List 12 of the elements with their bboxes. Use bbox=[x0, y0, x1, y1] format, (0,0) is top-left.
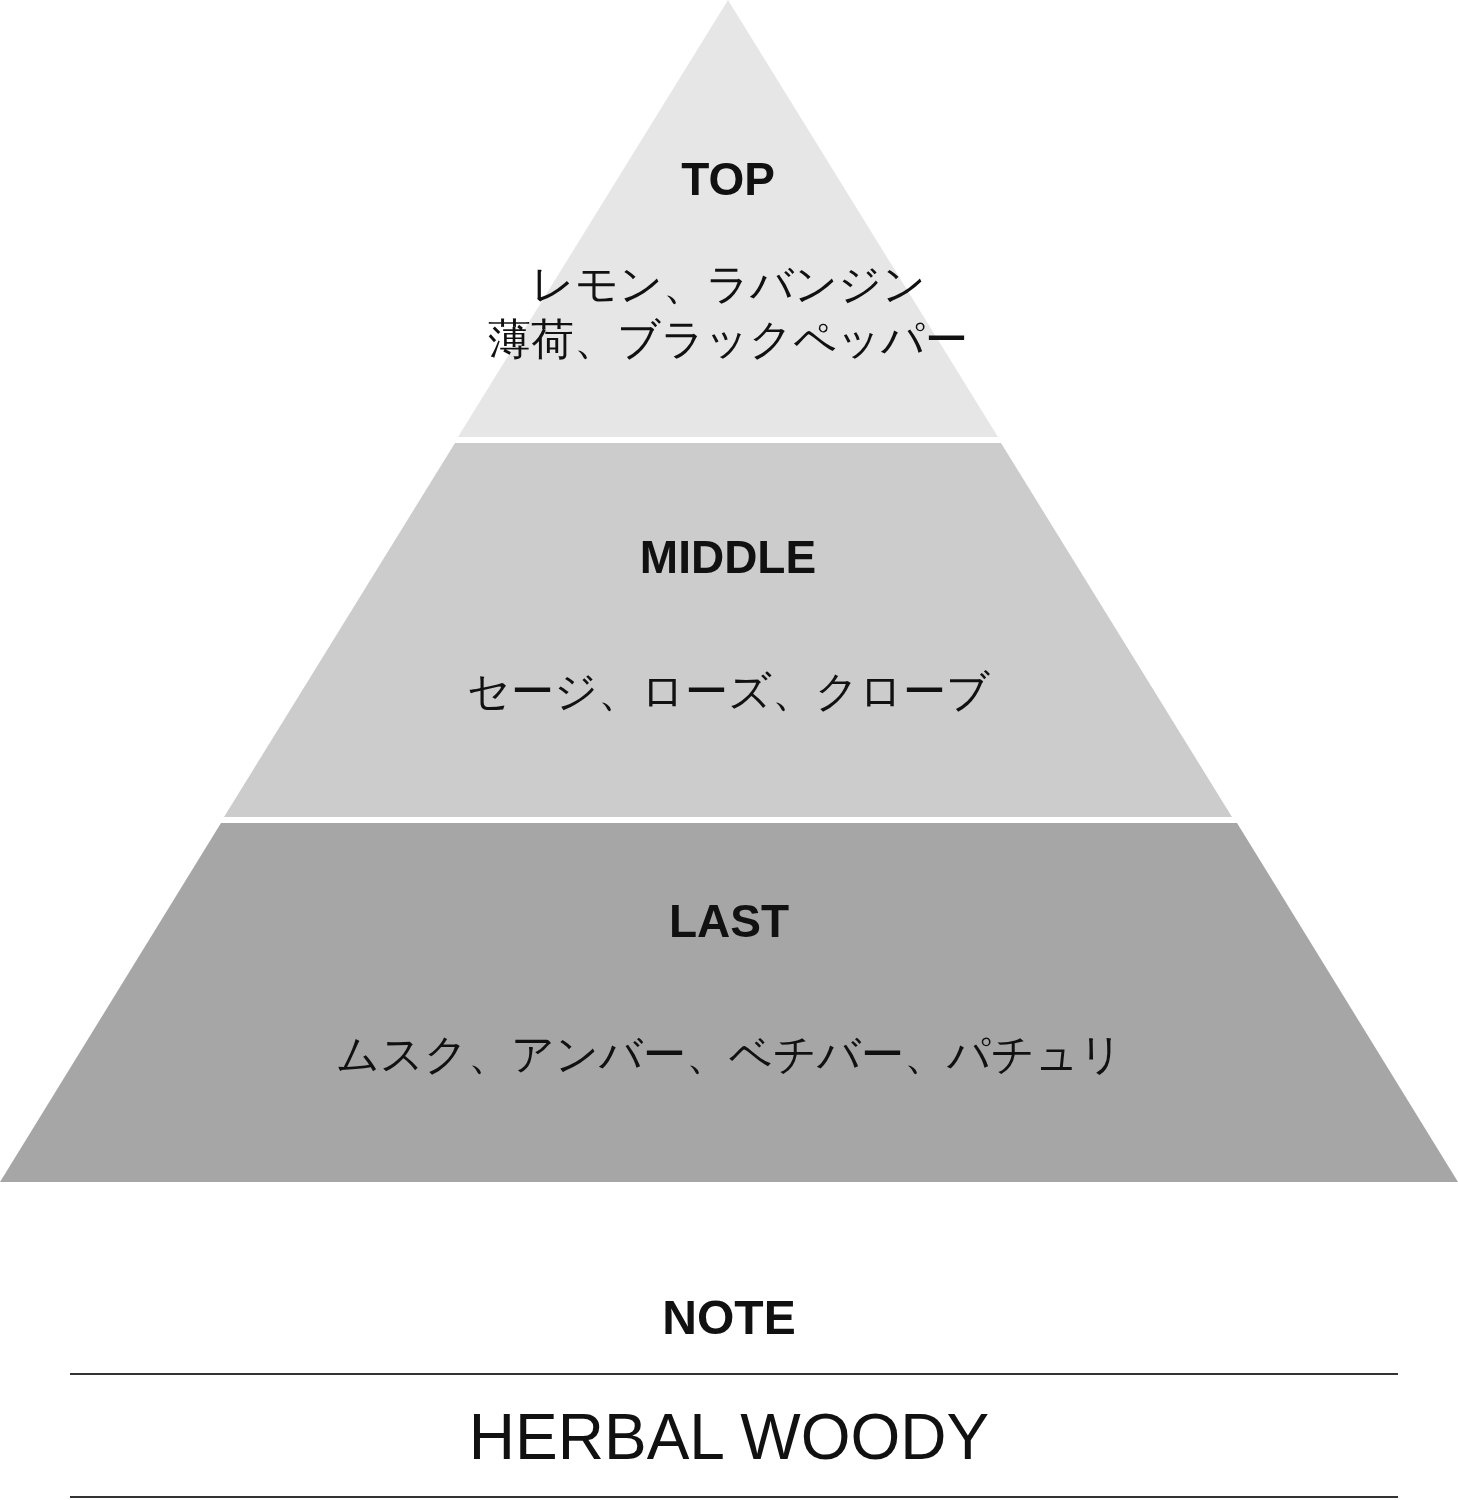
tier-title: LAST bbox=[668, 894, 790, 950]
pyramid-top-tier bbox=[458, 0, 998, 437]
pyramid-base-tier bbox=[0, 823, 1458, 1182]
ingredient-list: セージ、ローズ、クローブ bbox=[466, 666, 990, 718]
fragrance-family: HERBAL WOODY bbox=[468, 1399, 990, 1475]
ingredient-list: ムスク、アンバー、ベチバー、パチュリ bbox=[335, 1029, 1123, 1081]
tier-title: TOP bbox=[681, 152, 775, 208]
tier-title: MIDDLE bbox=[639, 530, 817, 586]
section-heading: NOTE bbox=[662, 1290, 796, 1347]
ingredient-list: レモン、ラバンジン bbox=[530, 259, 926, 311]
ingredient-list: 薄荷、ブラックペッパー bbox=[488, 314, 968, 366]
pyramid-middle-tier bbox=[224, 443, 1232, 817]
